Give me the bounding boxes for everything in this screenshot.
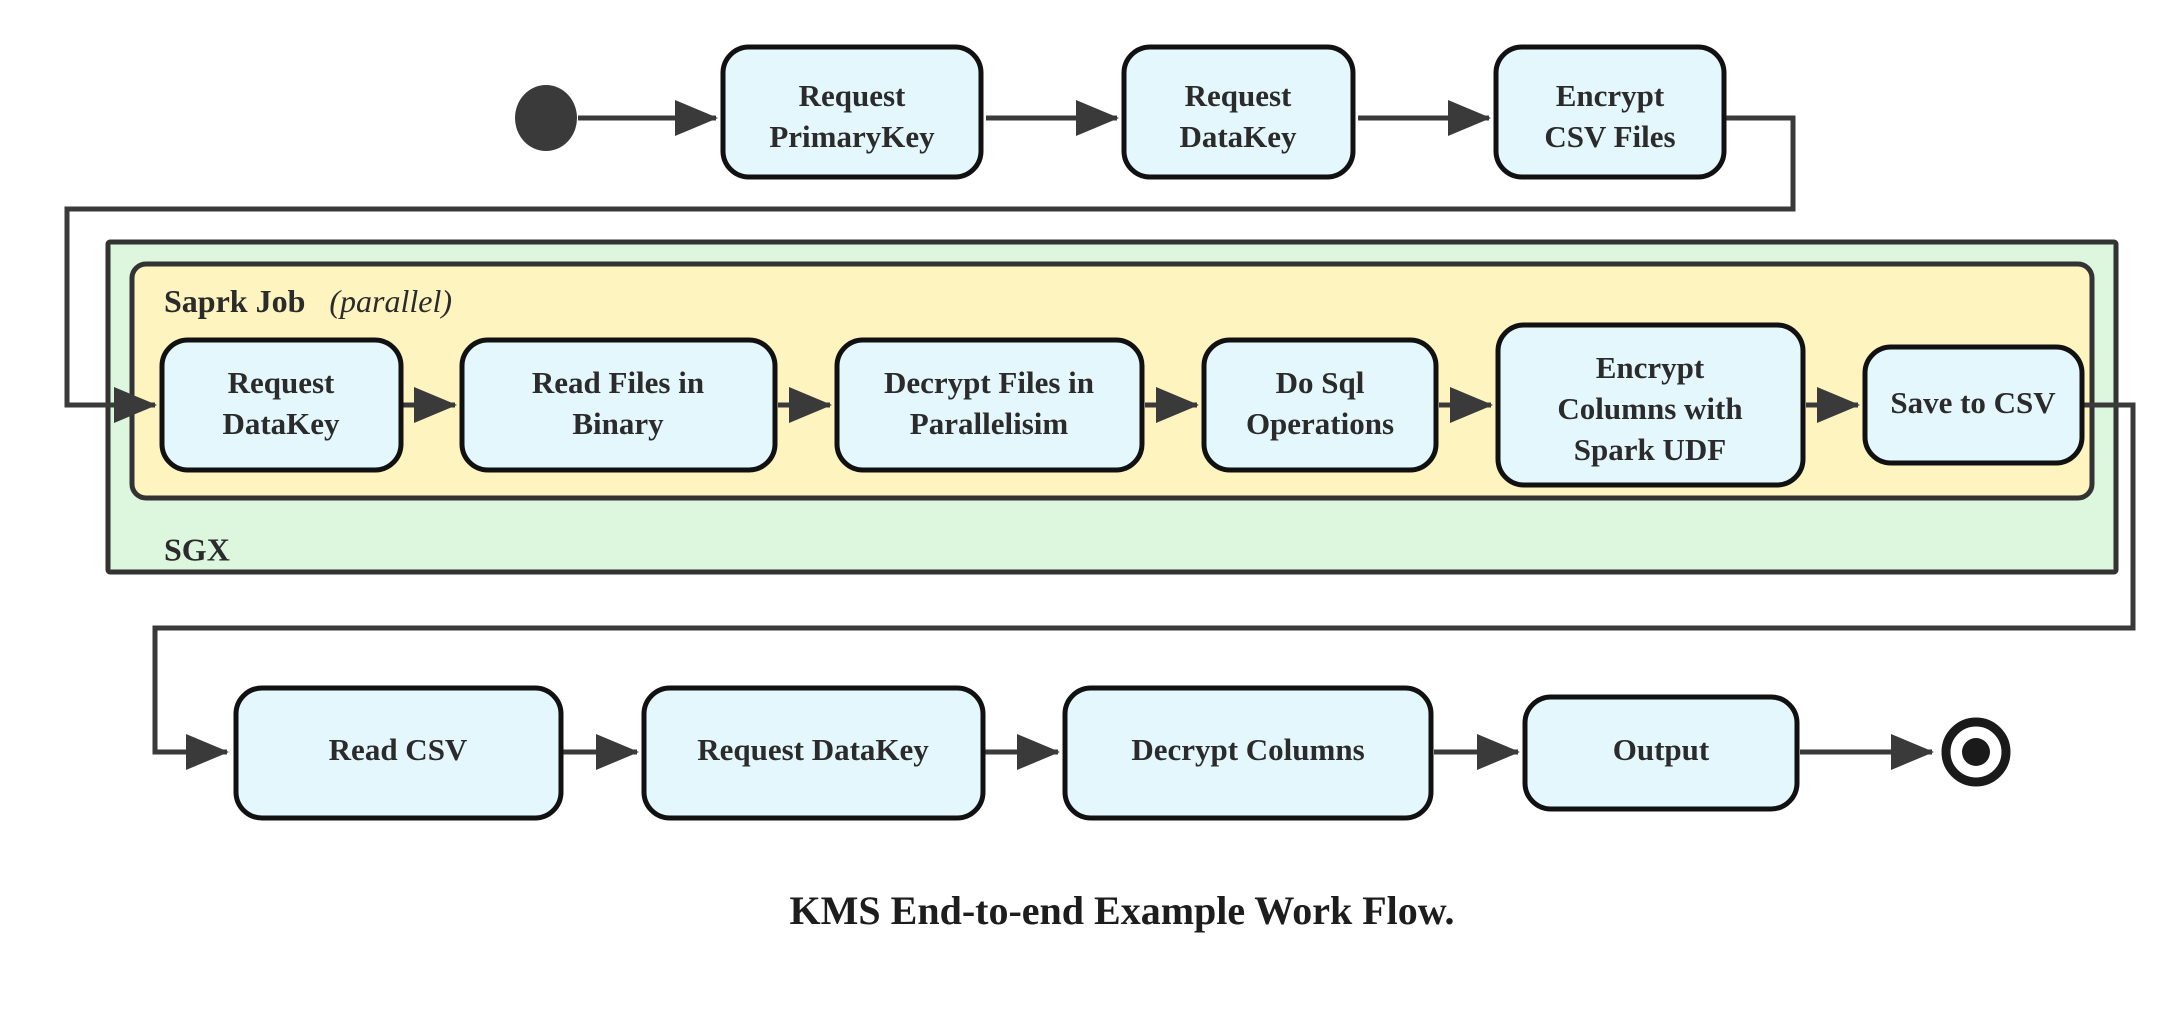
group-spark-job-label-suffix: (parallel) xyxy=(329,283,452,319)
group-spark-job-label-text: Saprk Job xyxy=(164,283,305,319)
node-output-line-0: Output xyxy=(1613,732,1710,767)
node-read-files-in-binary[interactable]: Read Files in Binary xyxy=(459,337,778,473)
node-read-csv[interactable]: Read CSV xyxy=(233,685,564,821)
node-encrypt-columns-with-spark-udf[interactable]: Encrypt Columns with Spark UDF xyxy=(1495,322,1806,488)
node-do-sql-operations[interactable]: Do Sql Operations xyxy=(1201,337,1439,473)
node-decrypt-columns-line-0: Decrypt Columns xyxy=(1131,732,1364,767)
end-node-inner-dot xyxy=(1962,738,1990,766)
node-request-primarykey-line-0: Request xyxy=(799,78,906,113)
node-save-to-csv-line-0: Save to CSV xyxy=(1890,385,2056,420)
node-encrypt-csv-files-line-0: Encrypt xyxy=(1556,78,1665,113)
node-output[interactable]: Output xyxy=(1522,694,1800,812)
node-decrypt-columns[interactable]: Decrypt Columns xyxy=(1062,685,1434,821)
node-encrypt-columns-with-spark-udf-line-0: Encrypt xyxy=(1596,350,1705,385)
node-request-datakey-top-line-1: DataKey xyxy=(1179,119,1297,154)
node-request-primarykey[interactable]: Request PrimaryKey xyxy=(720,44,984,180)
node-encrypt-columns-with-spark-udf-line-1: Columns with xyxy=(1557,391,1742,426)
node-read-files-in-binary-line-0: Read Files in xyxy=(532,365,704,400)
node-request-datakey-top-line-0: Request xyxy=(1185,78,1292,113)
node-encrypt-csv-files-line-1: CSV Files xyxy=(1544,119,1675,154)
diagram-caption: KMS End-to-end Example Work Flow. xyxy=(790,888,1455,933)
node-encrypt-columns-with-spark-udf-line-2: Spark UDF xyxy=(1574,432,1726,467)
edge-save-csv-to-read-csv xyxy=(152,402,2136,770)
group-spark-job-label: Saprk Job (parallel) xyxy=(164,283,452,319)
node-do-sql-operations-line-0: Do Sql xyxy=(1276,365,1365,400)
edge-encrypt-csv-files-to-spark-request-datakey xyxy=(64,115,1796,423)
node-request-datakey-bottom-line-0: Request DataKey xyxy=(697,732,929,767)
node-request-datakey-spark-line-0: Request xyxy=(228,365,335,400)
node-request-primarykey-line-1: PrimaryKey xyxy=(769,119,935,154)
start-node-icon xyxy=(515,85,577,151)
node-do-sql-operations-line-1: Operations xyxy=(1246,406,1394,441)
node-decrypt-files-in-parallelisim[interactable]: Decrypt Files in Parallelisim xyxy=(834,337,1145,473)
node-read-csv-line-0: Read CSV xyxy=(329,732,468,767)
node-decrypt-files-in-parallelisim-line-0: Decrypt Files in xyxy=(884,365,1094,400)
node-request-datakey-spark[interactable]: Request DataKey xyxy=(159,337,404,473)
node-save-to-csv[interactable]: Save to CSV xyxy=(1862,344,2085,466)
node-request-datakey-spark-line-1: DataKey xyxy=(222,406,340,441)
node-encrypt-csv-files[interactable]: Encrypt CSV Files xyxy=(1493,44,1727,180)
node-request-datakey-bottom[interactable]: Request DataKey xyxy=(641,685,986,821)
node-decrypt-files-in-parallelisim-line-1: Parallelisim xyxy=(910,406,1069,441)
node-read-files-in-binary-line-1: Binary xyxy=(572,406,664,441)
node-request-datakey-top[interactable]: Request DataKey xyxy=(1121,44,1356,180)
group-sgx-label: SGX xyxy=(164,531,230,567)
